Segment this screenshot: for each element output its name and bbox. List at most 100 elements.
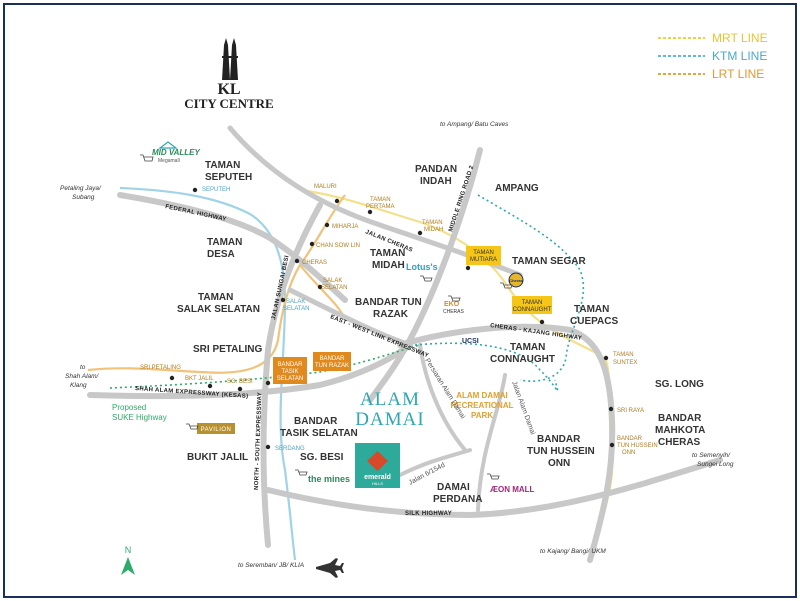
station-dot-maluri (334, 198, 340, 204)
mid-valley-name: MID VALLEY (152, 148, 201, 157)
area-tun-razak-1: BANDAR TUN (355, 297, 422, 308)
station-dot-pertama (367, 209, 373, 215)
legend-mrt-label: MRT LINE (712, 31, 768, 45)
station-markers: SEPUTEH MALURI TAMAN PERTAMA TAMAN MIDAH… (140, 184, 658, 456)
area-salak-selatan-2: SALAK SELATAN (177, 304, 260, 315)
leisure-cart-icon (500, 282, 513, 289)
stn-midah-2: MIDAH (424, 227, 443, 233)
box-connaught (512, 296, 552, 314)
station-dot-midah (417, 230, 423, 236)
klcc-tower-icon (222, 38, 238, 80)
cheras-leisure-label: Cheras (509, 278, 523, 283)
stn-suntex-2: SUNTEX (613, 360, 637, 366)
dir-pj-2: Subang (72, 194, 95, 201)
alam-damai-title-1: ALAM (360, 389, 420, 410)
stn-cheras: CHERAS (302, 260, 327, 266)
station-dot-suntex (603, 355, 609, 361)
dir-ampang: to Ampang/ Batu Caves (440, 121, 509, 128)
station-dot-sri-petaling (169, 375, 175, 381)
jalan-6-road (398, 448, 472, 477)
ampang-dotted-route (477, 194, 585, 382)
station-dot-salak (317, 284, 323, 290)
area-taman-midah-1: TAMAN (370, 248, 405, 259)
box-tun-razak (313, 352, 351, 371)
area-taman-segar: TAMAN SEGAR (512, 256, 586, 267)
emerald-name: emerald (364, 474, 391, 481)
station-dot-connaught (539, 319, 545, 325)
plane-icon (316, 558, 344, 578)
area-mahkota-1: BANDAR (658, 413, 702, 424)
eko-sub: CHERAS (443, 309, 465, 315)
north-south-expressway (260, 202, 323, 548)
area-salak-selatan-1: TAMAN (198, 292, 233, 303)
dir-shah-alam-2: Shah Alam/ (65, 373, 100, 380)
aeon-cart-icon (487, 473, 500, 480)
road-silk: SILK HIGHWAY (405, 511, 452, 517)
stn-pertama-2: PERTAMA (366, 204, 394, 210)
area-connaught-2: CONNAUGHT (490, 354, 555, 365)
box-mutiara-1: TAMAN (473, 250, 494, 256)
dir-shah-alam-1: to (80, 364, 86, 371)
area-taman-midah-2: MIDAH (372, 260, 405, 271)
box-connaught-1: TAMAN (522, 300, 543, 306)
box-connaught-2: CONNAUGHT (513, 307, 552, 313)
station-dot-seputeh (192, 187, 198, 193)
jalan-alam-damai-road (476, 373, 507, 512)
legend-lrt-label: LRT LINE (712, 67, 764, 81)
federal-highway (117, 192, 348, 303)
dir-kajang: to Kajang/ Bangi/ UKM (540, 548, 606, 555)
aeon-logo: ÆON MALL (490, 485, 535, 494)
area-tasik-selatan-2: TASIK SELATAN (280, 428, 358, 439)
stn-maluri: MALURI (314, 184, 337, 190)
area-tun-razak-2: RAZAK (373, 309, 409, 320)
area-sg-besi: SG. BESI (300, 452, 344, 463)
mines-logo: the mines (308, 474, 350, 484)
emerald-diamond-icon (367, 451, 388, 471)
stn-salak-1: SALAK (323, 278, 342, 284)
station-dot-bts (265, 380, 271, 386)
eko-cart-icon (448, 295, 461, 302)
north-arrow-icon (121, 557, 135, 575)
station-boxes: TAMAN MUTIARA TAMAN CONNAUGHT BANDAR TAS… (273, 246, 552, 384)
eko-logo: EKO (444, 301, 460, 308)
road-nse: NORTH - SOUTH EXPRESSWAY (254, 392, 263, 490)
area-tho-3: ONN (548, 458, 570, 469)
area-pandan-indah-2: INDAH (420, 176, 452, 187)
shopping-cart-icon (140, 154, 154, 162)
lotus-logo: Lotus's (406, 262, 438, 272)
legend-ktm-label: KTM LINE (712, 49, 767, 63)
stn-salak-ktm-2: SELATAN (283, 306, 309, 312)
mid-valley-sub: Megamall (158, 158, 180, 164)
area-taman-desa-2: DESA (207, 249, 235, 260)
area-sg-long: SG. LONG (655, 379, 704, 390)
station-dot-sg-besi (237, 386, 243, 392)
road-jalan-alam-damai: Jalan Alam Damai (510, 380, 536, 436)
area-ampang: AMPANG (495, 183, 539, 194)
ucsi-logo: UCSI (462, 338, 479, 345)
area-taman-desa-1: TAMAN (207, 237, 242, 248)
stn-chan-sow-lin: CHAN SOW LIN (316, 243, 360, 249)
alam-damai-title-2: DAMAI (355, 409, 424, 430)
area-tasik-selatan-1: BANDAR (294, 416, 338, 427)
persiaran-alam-damai (418, 343, 467, 452)
box-mutiara (466, 246, 501, 265)
kesas-highway (87, 342, 413, 400)
station-dot-bkt-jalil (207, 383, 213, 389)
direction-labels: to Ampang/ Batu Caves Petaling Jaya/ Sub… (60, 121, 734, 569)
area-tho-1: BANDAR (537, 434, 581, 445)
stn-suntex-1: TAMAN (613, 352, 634, 358)
pavilion-cart-icon (186, 423, 199, 430)
cheras-kajang-highway (397, 323, 616, 563)
area-cuepacs-1: TAMAN (574, 304, 609, 315)
area-mahkota-3: CHERAS (658, 437, 701, 448)
area-damai-perdana-1: DAMAI (437, 482, 470, 493)
stn-midah-1: TAMAN (422, 220, 443, 226)
box-tasik-selatan (273, 357, 307, 384)
north-label: N (125, 545, 132, 555)
box-mutiara-2: MUTIARA (470, 257, 497, 263)
dir-seremban: to Seremban/ JB/ KLIA (238, 562, 304, 569)
emerald-sub: HILLS (372, 481, 383, 486)
area-bukit-jalil: BUKIT JALIL (187, 452, 248, 463)
stn-miharja: MIHARJA (332, 224, 358, 230)
